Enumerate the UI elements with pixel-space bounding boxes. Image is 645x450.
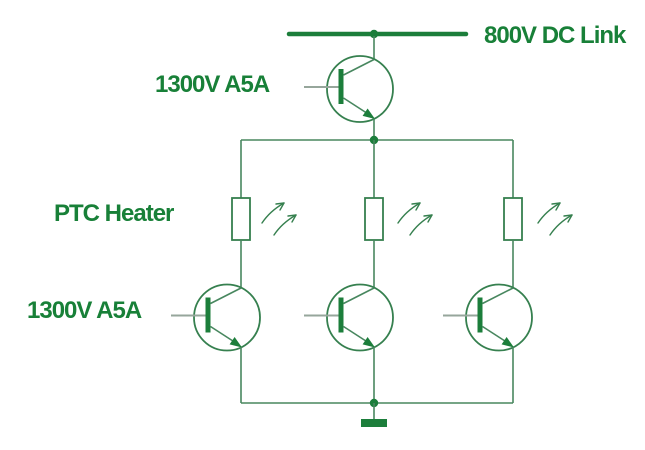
base-bar [205,297,211,333]
emitter-line [343,325,370,344]
transistor-body [193,283,261,352]
transistor-body [326,55,394,123]
top-transistor-rating-label: 1300V A5A [155,71,270,98]
upper-rail [241,135,513,145]
top-transistor-icon [304,55,394,123]
emitter-line [482,325,509,344]
dc-link-label: 800V DC Link [484,22,626,49]
emitter-arrow-icon [229,337,242,348]
emitter-arrow-icon [362,337,375,348]
base-bar [477,297,483,333]
ptc-heater-icon [231,197,251,241]
heater-branch-1 [171,140,297,403]
dc-bus [286,29,469,39]
junction-dot-icon [369,29,379,39]
ptc-heater-icon [364,197,384,241]
collector-line [482,287,514,305]
heat-waves-icon [397,202,433,236]
base-bar [338,297,344,333]
transistor-body [326,283,394,352]
heater-branch-2 [304,140,433,403]
heat-waves-icon [537,202,573,236]
collector-line [343,287,375,305]
bottom-transistor-3-icon [443,283,533,352]
transistor-body [465,283,533,352]
collector-line [210,287,242,305]
emitter-arrow-icon [362,108,375,119]
ground-icon [361,419,387,427]
heat-waves-icon [261,202,297,236]
emitter-line [210,325,237,344]
emitter-arrow-icon [501,337,514,348]
bottom-transistor-2-icon [304,283,394,352]
base-bar [338,69,344,104]
ptc-heater-label: PTC Heater [54,200,174,227]
emitter-line [343,97,370,116]
ground-rail [241,398,513,427]
ptc-heater-icon [503,197,523,241]
collector-line [343,58,375,76]
heater-branch-3 [443,140,573,403]
bottom-transistor-1-icon [171,283,261,352]
bottom-transistor-rating-label: 1300V A5A [27,297,142,324]
